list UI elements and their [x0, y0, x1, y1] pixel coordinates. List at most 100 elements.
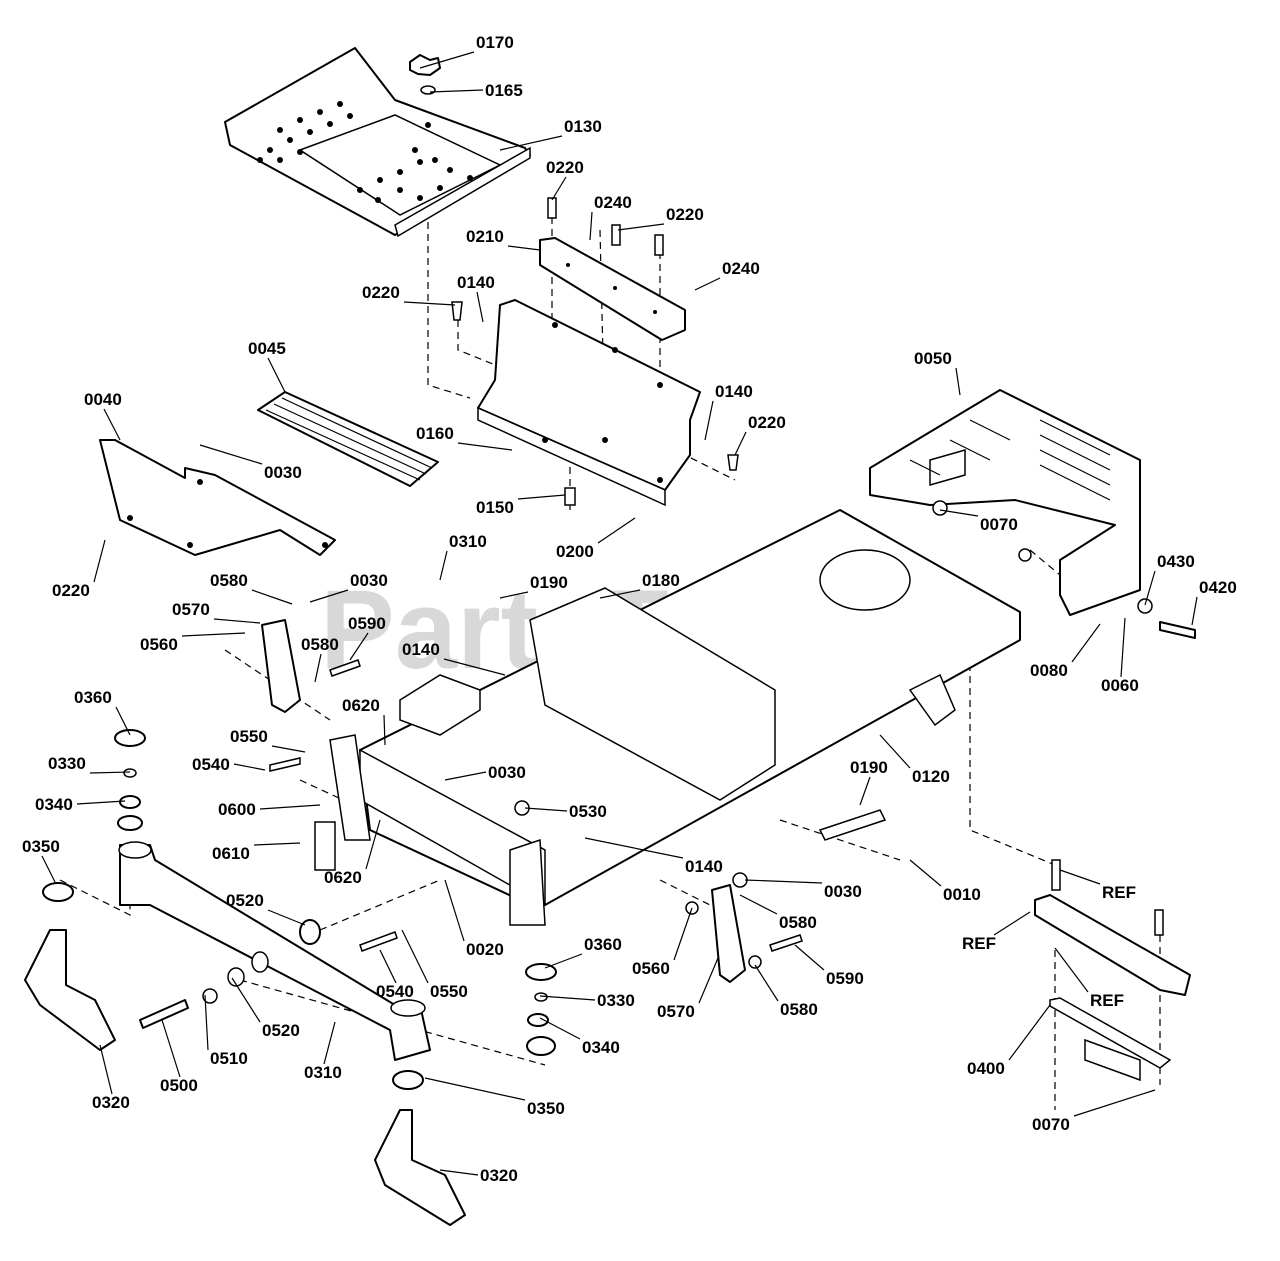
callout-leader: [89, 771, 131, 774]
callout-label: 0220: [52, 581, 90, 600]
callout-leader: [524, 807, 568, 812]
spindle-left: [24, 929, 116, 1051]
callout-leader: [267, 909, 306, 926]
callout-label: 0050: [914, 349, 952, 368]
callout-label: 0310: [304, 1063, 342, 1082]
callout-leader: [589, 211, 593, 241]
callout-label: 0350: [527, 1099, 565, 1118]
callout-label: 0320: [480, 1166, 518, 1185]
callout-leader: [403, 301, 456, 306]
rear-bracket: [1034, 894, 1191, 1082]
callout-leader: [251, 589, 293, 605]
callout-leader: [584, 837, 684, 859]
callout-leader: [443, 658, 506, 676]
callout-label: 0580: [301, 635, 339, 654]
callout-label: 0330: [48, 754, 86, 773]
callout-leader: [233, 763, 266, 771]
callout-leader: [739, 894, 778, 915]
callout-leader: [859, 776, 871, 806]
callout-leader: [794, 944, 825, 971]
floor-pan: [224, 47, 531, 238]
callout-label: 0550: [430, 982, 468, 1001]
callout-label: 0560: [632, 959, 670, 978]
callout-label: 0190: [530, 573, 568, 592]
rear-guard: [869, 389, 1141, 616]
callout-leader: [365, 819, 381, 870]
callout-leader: [161, 1019, 181, 1078]
callout-leader: [103, 408, 121, 441]
callout-leader: [879, 734, 911, 769]
callout-leader: [259, 804, 321, 810]
callout-leader: [539, 1017, 581, 1040]
callout-label: 0030: [350, 571, 388, 590]
alignment-lines: [59, 205, 1161, 1110]
bearings: [42, 500, 1196, 1090]
callout-leader: [383, 714, 386, 746]
callout-label: 0020: [466, 940, 504, 959]
callout-leader: [1059, 869, 1101, 885]
foot-pad: [257, 391, 439, 487]
callout-leader: [429, 89, 484, 93]
callout-leader: [309, 589, 349, 603]
callout-label: 0070: [980, 515, 1018, 534]
callout-leader: [1054, 947, 1089, 993]
callout-label: 0500: [160, 1076, 198, 1095]
callout-labels: 0170016501300220024002200210024002200140…: [22, 33, 1237, 1185]
callout-label: 0240: [722, 259, 760, 278]
callout-label: REF: [1090, 991, 1124, 1010]
callout-leader: [253, 842, 301, 846]
callout-leader: [41, 855, 56, 883]
callout-label: 0540: [192, 755, 230, 774]
callout-leader: [539, 995, 596, 1001]
seat-bracket: [539, 237, 686, 341]
callout-leader: [599, 589, 641, 599]
callout-label: 0570: [657, 1002, 695, 1021]
callout-label: 0140: [715, 382, 753, 401]
callout-label: 0010: [943, 885, 981, 904]
callout-leader: [551, 176, 567, 201]
callout-leader: [909, 859, 942, 887]
callout-label: 0340: [35, 795, 73, 814]
callout-leader: [439, 550, 448, 581]
callout-leader: [199, 444, 263, 465]
callout-leader: [349, 632, 369, 661]
callout-leader: [181, 632, 246, 637]
callout-label: 0210: [466, 227, 504, 246]
callout-leader: [1073, 1089, 1156, 1117]
shock-left: [261, 619, 746, 983]
callout-label: 0220: [666, 205, 704, 224]
callout-label: 0580: [779, 913, 817, 932]
callout-label: 0580: [210, 571, 248, 590]
callout-leaders: [41, 51, 1198, 1176]
callout-label: 0580: [780, 1000, 818, 1019]
callout-label: 0520: [226, 891, 264, 910]
callout-label: 0620: [342, 696, 380, 715]
callout-label: 0510: [210, 1049, 248, 1068]
callout-label: 0170: [476, 33, 514, 52]
knob: [409, 54, 441, 128]
callout-label: 0160: [416, 424, 454, 443]
callout-leader: [617, 223, 665, 231]
callout-label: 0560: [140, 635, 178, 654]
callout-label: 0030: [264, 463, 302, 482]
callout-label: 0140: [685, 857, 723, 876]
callout-label: 0070: [1032, 1115, 1070, 1134]
callout-label: 0140: [402, 640, 440, 659]
callout-label: 0620: [324, 868, 362, 887]
callout-label: 0150: [476, 498, 514, 517]
callout-leader: [597, 517, 636, 544]
callout-leader: [698, 957, 719, 1004]
callout-label: 0540: [376, 982, 414, 1001]
callout-label: 0430: [1157, 552, 1195, 571]
callout-leader: [424, 1077, 526, 1101]
callout-label: 0220: [546, 158, 584, 177]
callout-label: 0120: [912, 767, 950, 786]
callout-label: 0220: [362, 283, 400, 302]
callout-leader: [231, 977, 261, 1023]
callout-leader: [1144, 570, 1156, 606]
callout-label: 0180: [642, 571, 680, 590]
callout-label: 0140: [457, 273, 495, 292]
callout-leader: [499, 591, 529, 599]
callout-label: 0360: [74, 688, 112, 707]
